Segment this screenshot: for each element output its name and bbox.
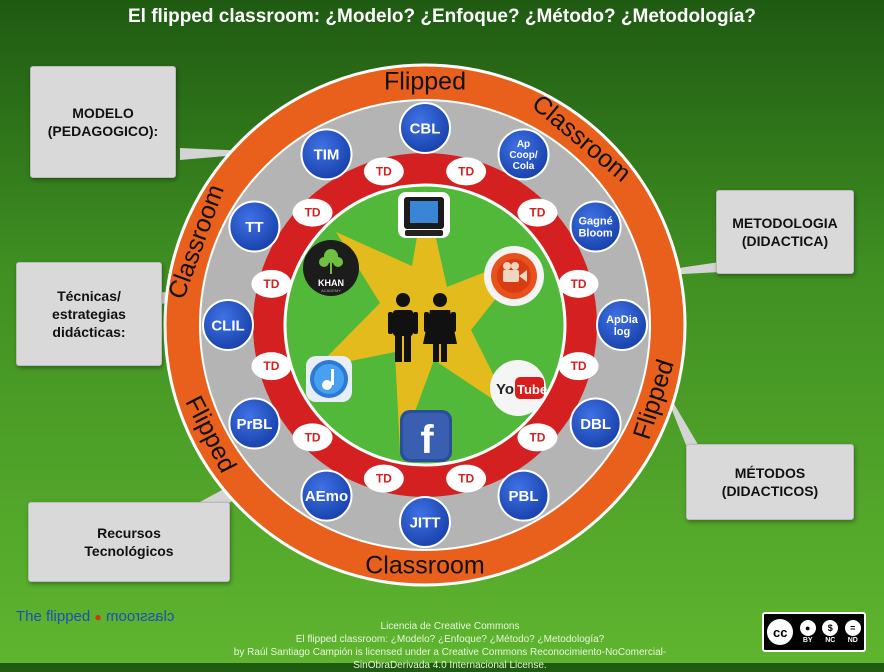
ipad-icon	[398, 192, 450, 238]
td-badge: TD	[363, 464, 404, 493]
license-line-1: Licencia de Creative Commons	[380, 621, 520, 632]
td-label: TD	[571, 277, 587, 291]
license-line-3: by Raúl Santiago Campión is licensed und…	[233, 647, 667, 671]
td-badge: TD	[558, 269, 599, 298]
itunes-icon	[306, 356, 352, 402]
node-label: ApDia	[606, 314, 639, 326]
node-cbl: CBL	[399, 102, 451, 154]
no-dollar-icon: $	[822, 620, 839, 636]
node-label: Cola	[513, 161, 535, 172]
node-dbl: DBL	[569, 397, 622, 450]
brand-mirrored-text: classroom	[105, 608, 175, 625]
callout-tecnicas: Técnicas/ estrategias didácticas:	[16, 262, 162, 366]
node-label: DBL	[580, 416, 611, 433]
node-label: Coop/	[509, 150, 538, 161]
license-line-2: El flipped classroom: ¿Modelo? ¿Enfoque?…	[295, 634, 605, 645]
node-label: PBL	[509, 488, 539, 505]
td-badge: TD	[251, 352, 292, 381]
td-badge: TD	[363, 157, 404, 186]
khan-academy-icon: KHAN ACADEMY	[303, 240, 359, 296]
page-title: El flipped classroom: ¿Modelo? ¿Enfoque?…	[127, 6, 756, 27]
khan-label: KHAN	[318, 278, 344, 288]
td-label: TD	[529, 206, 545, 220]
node-label: Bloom	[578, 227, 612, 239]
lightbulb-icon: ●	[94, 610, 102, 624]
youtube-label-b: Tube	[517, 382, 547, 397]
td-label: TD	[305, 206, 321, 220]
license-text: Licencia de Creative Commons El flipped …	[200, 620, 700, 672]
node-label: CBL	[410, 120, 441, 137]
node-label: PrBL	[236, 416, 272, 433]
td-label: TD	[263, 277, 279, 291]
equals-icon: =	[844, 620, 861, 636]
footer-brand: The flipped ● classroom	[16, 608, 174, 625]
td-label: TD	[305, 430, 321, 444]
video-camera-icon	[484, 246, 544, 306]
node-prbl: PrBL	[228, 397, 281, 450]
node-label: JITT	[410, 514, 441, 531]
facebook-letter: f	[420, 418, 434, 462]
td-label: TD	[376, 472, 392, 486]
td-badge: TD	[446, 464, 487, 493]
td-label: TD	[458, 164, 474, 178]
cc-by-label: BY	[802, 637, 813, 644]
td-badge: TD	[517, 423, 558, 452]
td-label: TD	[571, 359, 587, 373]
td-badge: TD	[558, 352, 599, 381]
node-label: log	[614, 326, 631, 338]
node-label: TT	[245, 219, 263, 236]
node-clil: CLIL	[202, 299, 254, 351]
node-tt: TT	[228, 200, 281, 253]
creative-commons-badge[interactable]: cc ●BY $NC =ND	[762, 612, 866, 652]
td-label: TD	[376, 164, 392, 178]
callout-recursos: Recursos Tecnológicos	[28, 502, 230, 582]
callout-metodos: MÉTODOS (DIDACTICOS)	[686, 444, 854, 520]
td-label: TD	[458, 472, 474, 486]
node-aemo: AEmo	[300, 469, 353, 522]
cc-by: ●BY	[799, 620, 816, 644]
td-badge: TD	[251, 269, 292, 298]
ring-word-4: Classroom	[365, 552, 484, 580]
cc-nd: =ND	[844, 620, 861, 644]
node-label: Gagné	[578, 215, 612, 227]
td-label: TD	[263, 359, 279, 373]
brand-text: The flipped	[16, 608, 91, 625]
people-icon	[388, 293, 457, 362]
facebook-icon: f	[400, 410, 452, 462]
td-badge: TD	[517, 198, 558, 227]
td-badges: TD TD TD TD TD TD TD TD TD TD TD TD	[251, 157, 599, 493]
person-icon: ●	[799, 620, 816, 636]
center-star	[316, 190, 531, 452]
cc-nc-label: NC	[825, 637, 836, 644]
callout-metodologia: METODOLOGIA (DIDACTICA)	[716, 190, 854, 274]
cc-nd-label: ND	[847, 637, 858, 644]
td-label: TD	[529, 430, 545, 444]
cc-icon: cc	[767, 619, 794, 645]
node-label: CLIL	[211, 317, 244, 334]
node-label: TIM	[314, 147, 340, 164]
td-badge: TD	[292, 423, 333, 452]
node-pbl: PBL	[497, 469, 550, 522]
node-jitt: JITT	[399, 496, 451, 548]
cc-nc: $NC	[822, 620, 839, 644]
youtube-icon: You Tube	[490, 360, 547, 416]
td-badge: TD	[292, 198, 333, 227]
node-tim: TIM	[300, 128, 353, 181]
ring-word-1: Flipped	[384, 68, 466, 96]
td-badge: TD	[446, 157, 487, 186]
khan-sublabel: ACADEMY	[321, 288, 341, 293]
node-label: AEmo	[305, 488, 348, 505]
node-label: Ap	[517, 139, 530, 150]
callout-modelo: MODELO (PEDAGOGICO):	[30, 66, 176, 178]
